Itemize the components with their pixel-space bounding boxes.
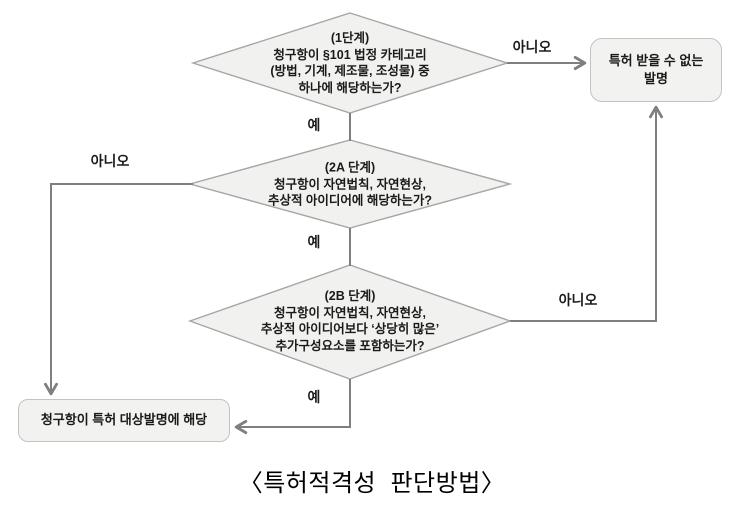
- edge-step2b-yes-arrow: [234, 379, 351, 435]
- decision-step2a-text: (2A 단계) 청구항이 자연법칙, 자연현상, 추상적 아이디어에 해당하는가…: [267, 160, 433, 208]
- edge-label-step2b-yes: 예: [307, 389, 321, 405]
- figure-caption: 〈특허적격성 판단방법〉: [238, 470, 506, 497]
- result-unpatentable-box: 특허 받을 수 없는 발명: [590, 38, 722, 102]
- edge-step2a-no-arrow: [43, 183, 193, 396]
- edge-label-step2a-no: 아니오: [90, 153, 130, 169]
- decision-step2b-text: (2B 단계) 청구항이 자연법칙, 자연현상, 추상적 아이디어보다 ‘상당히…: [260, 289, 440, 353]
- edge-label-step1-no: 아니오: [512, 39, 552, 55]
- edge-label-step2a-yes: 예: [307, 234, 321, 250]
- result-unpatentable-text: 특허 받을 수 없는 발명: [608, 52, 704, 86]
- result-patentable-text: 청구항이 특허 대상발명에 해당: [40, 412, 208, 428]
- result-patentable-box: 청구항이 특허 대상발명에 해당: [18, 399, 230, 442]
- edge-step2b-no-arrow: [510, 105, 664, 322]
- edge-label-step2b-no: 아니오: [558, 292, 598, 308]
- edge-label-step1-yes: 예: [307, 117, 321, 133]
- decision-step1-text: (1단계) 청구항이 §101 법정 카테고리 (방법, 기계, 제조물, 조성…: [270, 31, 430, 95]
